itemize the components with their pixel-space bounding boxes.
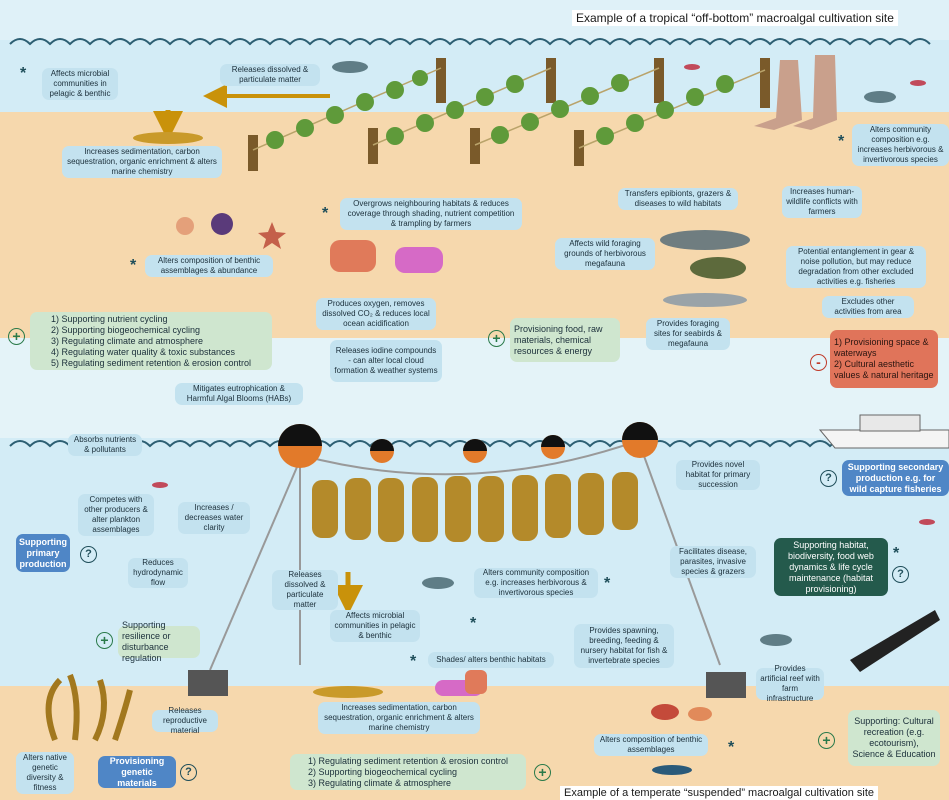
box-facilitates: Facilitates disease, parasites, invasive… (670, 546, 756, 578)
box-top-releases: Releases dissolved & particulate matter (220, 64, 320, 86)
box-top-overgrows: Overgrows neighbouring habitats & reduce… (340, 198, 522, 230)
box-secondary-production: Supporting secondary production e.g. for… (842, 460, 949, 496)
service-item: 5) Regulating sediment retention & erosi… (50, 358, 252, 368)
box-genetic-diversity: Alters native genetic diversity & fitnes… (16, 752, 74, 794)
plus-icon: + (818, 732, 835, 749)
service-item: 1) Supporting nutrient cycling (50, 314, 168, 324)
service-item: 3) Regulating climate and atmosphere (50, 336, 204, 346)
fish-shape (332, 61, 368, 73)
box-bottom-microbial: Affects microbial communities in pelagic… (330, 610, 420, 642)
box-provisioning-food: Provisioning food, raw materials, chemic… (510, 318, 620, 362)
surface-wave-top (9, 38, 931, 46)
box-clarity: Increases / decreases water clarity (178, 502, 250, 534)
box-top-transfers: Transfers epibionts, grazers & diseases … (618, 188, 738, 210)
seaweed-clumps (266, 70, 734, 149)
plus-icon: + (8, 328, 25, 345)
sea-urchin (211, 213, 233, 235)
box-bottom-community: Alters community composition e.g. increa… (474, 568, 598, 598)
starfish (258, 222, 286, 249)
minus-icon: - (810, 354, 827, 371)
question-icon: ? (820, 470, 837, 487)
service-item: 1) Regulating sediment retention & erosi… (307, 756, 509, 766)
box-top-community: Alters community composition e.g. increa… (852, 124, 949, 166)
coral-pink (395, 247, 443, 273)
star-icon: * (604, 575, 611, 592)
box-top-benthic: Alters composition of benthic assemblage… (145, 255, 273, 277)
box-top-iodine: Releases iodine compounds - can alter lo… (330, 340, 442, 382)
box-top-seabirds: Provides foraging sites for seabirds & m… (646, 318, 730, 350)
dugong-shape (660, 230, 750, 250)
plus-icon: + (534, 764, 551, 781)
box-top-oxygen: Produces oxygen, removes dissolved CO₂ &… (316, 298, 436, 330)
box-reproductive: Releases reproductive material (152, 706, 218, 735)
kelp-curtain (312, 472, 638, 542)
box-bottom-services: 1) Regulating sediment retention & erosi… (290, 754, 526, 790)
star-icon: * (728, 739, 735, 756)
star-icon: * (322, 205, 329, 222)
box-cultural: Supporting: Cultural recreation (e.g. ec… (848, 710, 940, 766)
service-item: 2) Supporting biogeochemical cycling (50, 325, 201, 335)
plus-icon: + (96, 632, 113, 649)
suspended-farm (188, 422, 746, 698)
title-top: Example of a tropical “off-bottom” macro… (572, 10, 898, 26)
star-icon: * (893, 545, 900, 562)
box-primary-production: Supporting primary production (16, 534, 70, 572)
box-shades: Shades/ alters benthic habitats (428, 652, 554, 668)
box-top-excludes: Excludes other activities from area (822, 296, 914, 318)
star-icon: * (838, 133, 845, 150)
plus-icon: + (488, 330, 505, 347)
shark-shape (663, 293, 747, 307)
box-habitat-provisioning: Supporting habitat, biodiversity, food w… (774, 538, 888, 596)
question-icon: ? (80, 546, 97, 563)
box-top-sedimentation: Increases sedimentation, carbon sequestr… (62, 146, 222, 178)
box-spawning: Provides spawning, breeding, feeding & n… (574, 624, 674, 668)
sediment-disc-bottom (313, 686, 383, 698)
box-artificial-reef: Provides artificial reef with farm infra… (756, 664, 824, 703)
box-hydrodynamic: Reduces hydrodynamic flow (128, 558, 188, 588)
box-provisioning-genetic: Provisioning genetic materials (98, 756, 176, 788)
diver-shape (850, 610, 940, 672)
disservice-item: 1) Provisioning space & waterways (834, 337, 929, 358)
coral-red (330, 240, 376, 272)
star-icon: * (20, 65, 27, 82)
service-item: 4) Regulating water quality & toxic subs… (50, 347, 236, 357)
box-novel-habitat: Provides novel habitat for primary succe… (676, 460, 760, 490)
box-bottom-benthic: Alters composition of benthic assemblage… (594, 734, 708, 756)
turtle-shape (690, 257, 746, 279)
question-icon: ? (180, 764, 197, 781)
question-icon: ? (892, 566, 909, 583)
crab-shapes (651, 704, 712, 775)
box-top-microbial: Affects microbial communities in pelagic… (42, 68, 118, 100)
box-resilience: Supporting resilience or disturbance reg… (118, 620, 200, 663)
service-item: 3) Regulating climate & atmosphere (307, 778, 452, 788)
box-mitigates: Mitigates eutrophication & Harmful Algal… (175, 383, 303, 405)
box-top-foraging: Affects wild foraging grounds of herbivo… (555, 238, 655, 270)
sediment-disc-top (133, 132, 203, 144)
box-competes: Competes with other producers & alter pl… (78, 494, 154, 536)
box-top-disservices: 1) Provisioning space & waterways 2) Cul… (830, 330, 938, 388)
box-bottom-sedimentation: Increases sedimentation, carbon sequestr… (318, 702, 480, 734)
service-item: 2) Supporting biogeochemical cycling (307, 767, 458, 777)
wild-kelp (45, 673, 133, 742)
box-top-human-wildlife: Increases human-wildlife conflicts with … (782, 186, 862, 218)
star-icon: * (130, 257, 137, 274)
box-top-services: 1) Supporting nutrient cycling 2) Suppor… (30, 312, 272, 370)
title-bottom: Example of a temperate “suspended” macro… (560, 786, 878, 800)
star-icon: * (470, 615, 477, 632)
disservice-item: 2) Cultural aesthetic values & natural h… (834, 359, 934, 380)
box-bottom-releases: Releases dissolved & particulate matter (272, 570, 338, 610)
farmer-legs (754, 55, 837, 130)
star-icon: * (410, 653, 417, 670)
box-absorbs: Absorbs nutrients & pollutants (68, 434, 142, 456)
boat-shape (818, 414, 949, 449)
box-top-entanglement: Potential entanglement in gear & noise p… (786, 246, 926, 288)
